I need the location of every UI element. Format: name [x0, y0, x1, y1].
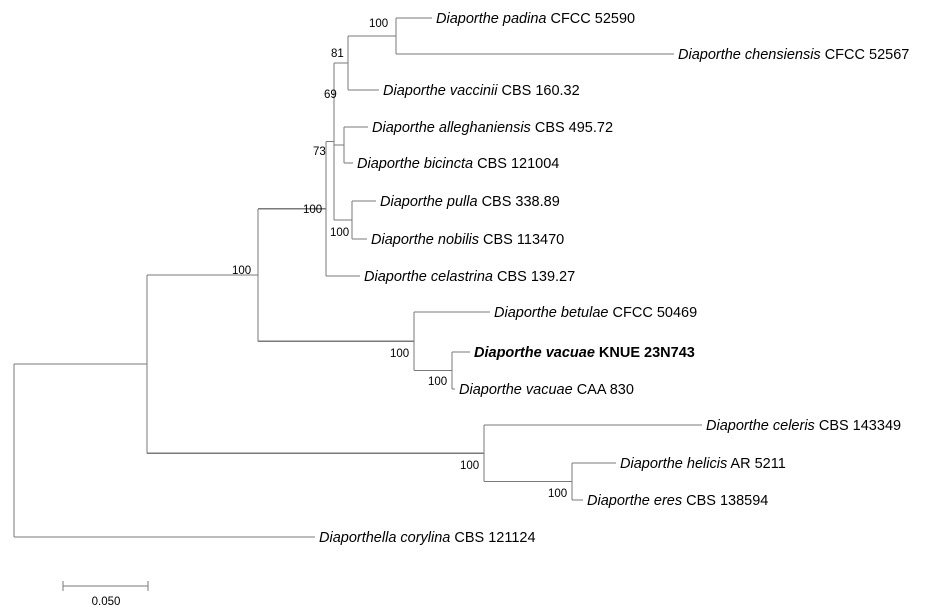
taxon-label-vacuae_knue: Diaporthe vacuae KNUE 23N743 [474, 345, 695, 361]
taxon-strain: CBS 139.27 [493, 269, 575, 285]
taxon-label-pulla: Diaporthe pulla CBS 338.89 [380, 194, 560, 210]
taxon-strain: CFCC 52567 [821, 47, 910, 63]
taxon-label-celastrina: Diaporthe celastrina CBS 139.27 [364, 269, 575, 285]
bootstrap-betulae_vacuae: 100 [390, 348, 409, 360]
taxon-strain: KNUE 23N743 [595, 345, 695, 361]
taxon-label-alleghaniensis: Diaporthe alleghaniensis CBS 495.72 [372, 120, 613, 136]
bootstrap-core_clade: 100 [303, 204, 322, 216]
taxon-strain: CBS 160.32 [497, 83, 579, 99]
taxon-strain: CBS 138594 [682, 493, 768, 509]
taxon-species: Diaporthe nobilis [371, 232, 479, 248]
taxon-label-betulae: Diaporthe betulae CFCC 50469 [494, 305, 697, 321]
taxon-strain: CBS 121124 [450, 530, 535, 546]
taxon-strain: AR 5211 [727, 456, 786, 472]
taxon-label-bicincta: Diaporthe bicincta CBS 121004 [357, 156, 559, 172]
taxon-species: Diaporthe padina [436, 11, 546, 27]
taxon-species: Diaporthe chensiensis [678, 47, 821, 63]
scale-bar-label: 0.050 [92, 596, 121, 608]
bootstrap-helicis_eres: 100 [548, 488, 567, 500]
taxon-species: Diaporthe eres [587, 493, 682, 509]
taxon-strain: CFCC 52590 [546, 11, 635, 27]
taxon-species: Diaporthe betulae [494, 305, 608, 321]
taxon-label-eres: Diaporthe eres CBS 138594 [587, 493, 768, 509]
taxon-species: Diaporthe pulla [380, 194, 478, 210]
taxon-species: Diaporthe vacuae [474, 345, 595, 361]
bootstrap-vacuae_pair: 100 [428, 376, 447, 388]
bootstrap-values: 100 81 69 73 100 100 100 100 100 100 100 [232, 18, 567, 500]
bootstrap-node69: 69 [324, 89, 337, 101]
taxon-strain: CBS 113470 [479, 232, 564, 248]
bootstrap-node73: 73 [313, 146, 326, 158]
taxon-label-vaccinii: Diaporthe vaccinii CBS 160.32 [383, 83, 580, 99]
taxon-label-vacuae_caa: Diaporthe vacuae CAA 830 [459, 382, 634, 398]
taxon-label-celeris: Diaporthe celeris CBS 143349 [706, 418, 901, 434]
taxon-strain: CBS 495.72 [531, 120, 613, 136]
taxon-species: Diaporthe celastrina [364, 269, 493, 285]
taxon-label-chensiensis: Diaporthe chensiensis CFCC 52567 [678, 47, 909, 63]
taxon-species: Diaporthe alleghaniensis [372, 120, 531, 136]
taxon-label-corylina: Diaporthella corylina CBS 121124 [319, 530, 536, 546]
taxon-species: Diaporthe helicis [620, 456, 727, 472]
bootstrap-celeris_clade: 100 [460, 460, 479, 472]
bootstrap-big_clade: 100 [232, 265, 251, 277]
bootstrap-pulla_nobilis: 100 [330, 227, 349, 239]
tree-branches [13, 17, 702, 538]
taxon-strain: CBS 143349 [815, 418, 901, 434]
bootstrap-node81: 81 [331, 48, 344, 60]
taxon-label-padina: Diaporthe padina CFCC 52590 [436, 11, 635, 27]
scale-bar: 0.050 [62, 581, 149, 608]
taxon-species: Diaporthe vacuae [459, 382, 573, 398]
taxon-strain: CBS 338.89 [478, 194, 560, 210]
taxon-species: Diaporthe vaccinii [383, 83, 498, 99]
taxon-species: Diaporthe celeris [706, 418, 815, 434]
taxon-strain: CFCC 50469 [608, 305, 697, 321]
taxon-label-helicis: Diaporthe helicis AR 5211 [620, 456, 786, 472]
taxon-strain: CAA 830 [573, 382, 634, 398]
taxon-label-nobilis: Diaporthe nobilis CBS 113470 [371, 232, 564, 248]
taxon-species: Diaporthella corylina [319, 530, 450, 546]
taxon-strain: CBS 121004 [473, 156, 559, 172]
bootstrap-padina_chensiensis: 100 [369, 18, 388, 30]
taxon-species: Diaporthe bicincta [357, 156, 473, 172]
